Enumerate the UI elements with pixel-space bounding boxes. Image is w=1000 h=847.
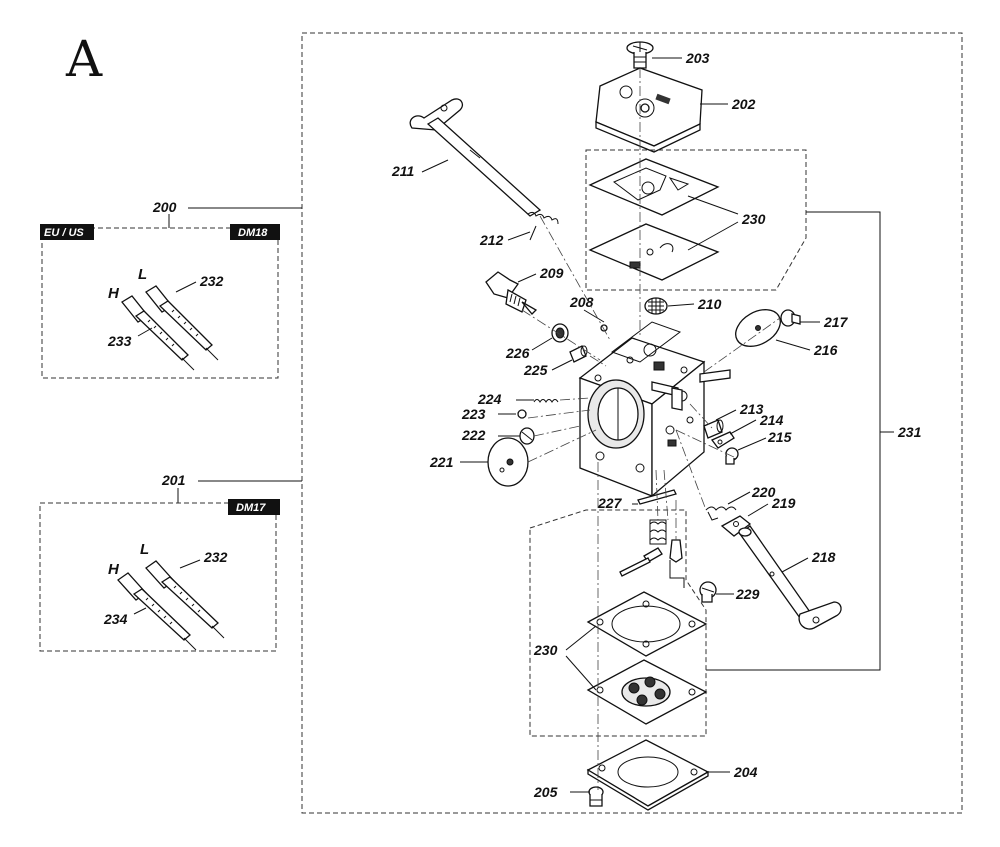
part-number-227: 227 [597,495,623,511]
badge-eu-us-text: EU / US [44,227,84,239]
throttle-shaft-218 [738,525,842,630]
spring-224 [533,399,559,403]
screw-217 [780,309,801,327]
kit-200-group: 200 EU / US DM18 L H 232 233 [40,199,302,379]
needle-l-label: L [138,266,147,283]
part-number-212: 212 [479,232,504,248]
part-number-229: 229 [735,586,760,602]
gasket-230-top [588,158,720,216]
part-number-233: 233 [107,333,132,349]
part-number-224: 224 [477,391,502,407]
gasket-kit-frame-top [585,149,807,291]
diaphragm-230-top [588,223,720,281]
plug-226 [551,323,569,343]
throttle-valve-221 [487,437,529,487]
part-number-209: 209 [539,265,564,281]
screw-222 [519,427,535,445]
part-number-232-kit200: 232 [199,273,224,289]
needle-h-233 [121,295,195,371]
screw-205 [588,786,604,807]
gasket-230-bottom [586,591,708,657]
fuel-valve-209 [485,271,538,315]
needle-l-label-b: L [140,541,149,558]
part-number-211: 211 [391,163,415,179]
screw-229 [699,581,717,603]
section-letter: A [65,30,103,88]
part-number-216: 216 [813,342,838,358]
clip-214 [710,431,735,449]
spring-220 [705,506,737,521]
cover-204 [586,739,710,811]
badge-dm17 [228,499,280,515]
part-number-215: 215 [767,429,792,445]
lever-219 [720,515,752,537]
badge-dm17-text: DM17 [236,502,266,514]
needle-h-label-b: H [108,561,120,578]
spring-212 [527,211,559,241]
needle-l-232-b [145,560,225,639]
part-number-231: 231 [897,424,922,440]
ball-223 [517,409,527,419]
sleeve-225 [569,345,588,363]
choke-valve-216 [735,309,781,347]
needle-h-234 [117,572,197,651]
part-number-203: 203 [685,50,710,66]
inlet-needle-assembly [619,519,683,577]
screw-203 [626,41,654,69]
badge-eu-us [40,224,94,240]
part-number-226: 226 [505,345,530,361]
kit-200-frame [41,227,279,379]
part-number-232-kit201: 232 [203,549,228,565]
badge-dm18 [230,224,280,240]
part-number-225: 225 [523,362,548,378]
part-number-218: 218 [811,549,836,565]
main-assembly-frame [301,32,963,814]
part-number-208: 208 [569,294,594,310]
part-number-234: 234 [103,611,128,627]
part-number-200: 200 [152,199,177,215]
part-number-220: 220 [751,484,776,500]
part-number-201: 201 [161,472,186,488]
part-number-217: 217 [823,314,849,330]
part-number-202: 202 [731,96,756,112]
part-number-214: 214 [759,412,784,428]
screw-215 [725,447,739,465]
kit-201-group: 201 DM17 L H 232 234 [39,472,302,652]
part-number-213: 213 [739,401,764,417]
screen-210 [644,297,668,315]
assembly-axis-lines [521,68,781,790]
part-number-210: 210 [697,296,722,312]
part-number-223: 223 [461,406,486,422]
part-number-204: 204 [733,764,758,780]
part-number-222: 222 [461,427,486,443]
part-number-230-bottom: 230 [533,642,558,658]
needle-h-label: H [108,285,120,302]
cover-202 [595,67,703,153]
part-number-230-top: 230 [741,211,766,227]
choke-shaft-211 [409,98,542,217]
part-number-219: 219 [771,495,796,511]
part-number-205: 205 [533,784,558,800]
part-number-221: 221 [429,454,454,470]
gasket-kit-frame-bottom [529,509,707,737]
carburetor-body [578,321,731,498]
needle-l-232 [145,285,219,361]
badge-dm18-text: DM18 [238,227,268,239]
pump-diaphragm-230-bottom [586,659,708,725]
